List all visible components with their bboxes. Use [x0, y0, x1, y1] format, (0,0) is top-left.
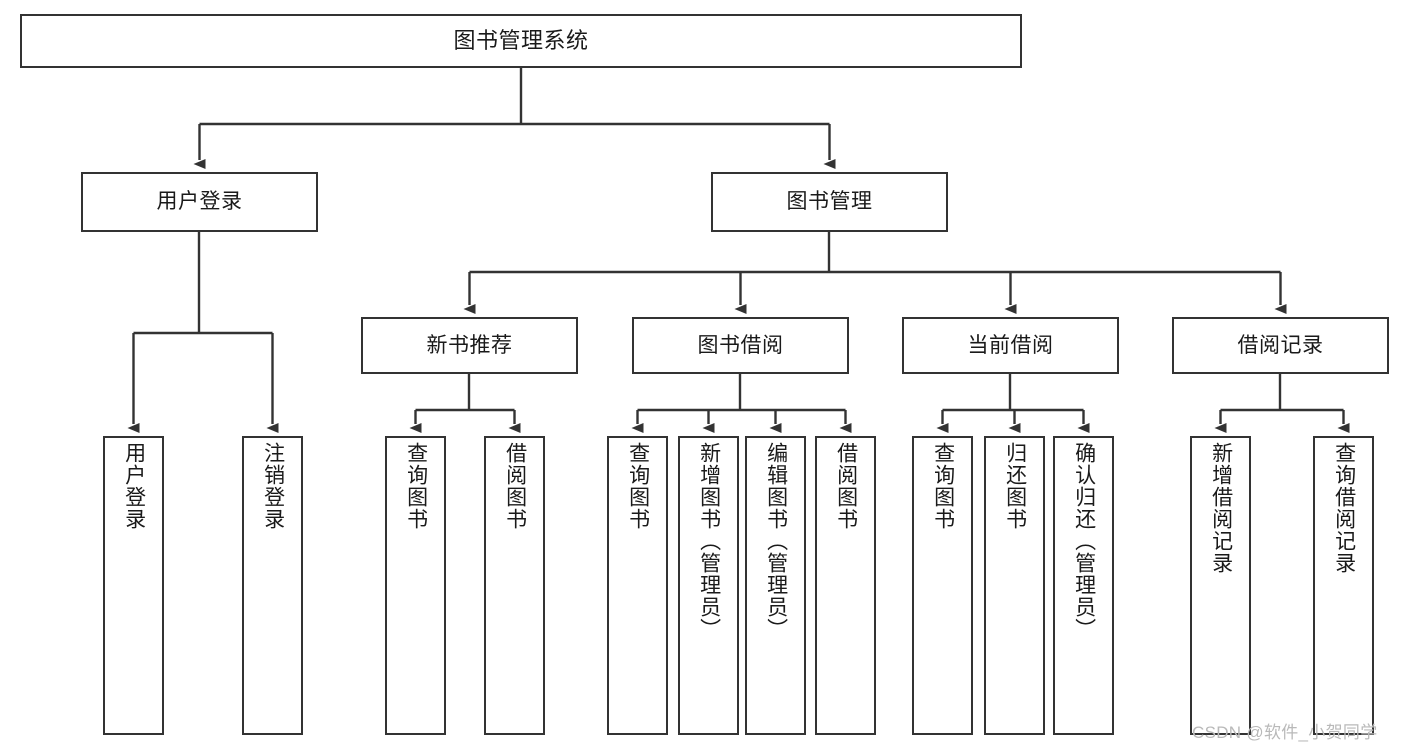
- node-leaf-confirm-return[interactable]: 确认归还（管理员）: [1053, 436, 1114, 735]
- node-root[interactable]: 图书管理系统: [20, 14, 1022, 68]
- node-leaf-query-book-current-label: 查询图书: [931, 442, 955, 530]
- node-book-manage-label: 图书管理: [786, 190, 873, 214]
- node-book-borrow[interactable]: 图书借阅: [632, 317, 849, 374]
- node-leaf-user-login-label: 用户登录: [122, 442, 146, 530]
- node-leaf-query-book-borrow-label: 查询图书: [626, 442, 650, 530]
- node-leaf-add-book-label: 新增图书（管理员）: [697, 442, 721, 640]
- node-user-login[interactable]: 用户登录: [81, 172, 318, 232]
- node-root-label: 图书管理系统: [453, 27, 589, 53]
- node-leaf-query-record[interactable]: 查询借阅记录: [1313, 436, 1374, 735]
- node-leaf-query-book-borrow[interactable]: 查询图书: [607, 436, 668, 735]
- node-leaf-borrow-book-rec[interactable]: 借阅图书: [484, 436, 545, 735]
- watermark: CSDN @软件_小贺同学: [1192, 723, 1378, 742]
- node-leaf-borrow-book-label: 借阅图书: [834, 442, 858, 530]
- node-leaf-query-record-label: 查询借阅记录: [1332, 442, 1356, 574]
- node-current-borrow[interactable]: 当前借阅: [902, 317, 1119, 374]
- node-leaf-query-book-rec-label: 查询图书: [404, 442, 428, 530]
- node-leaf-edit-book-label: 编辑图书（管理员）: [764, 442, 788, 640]
- node-current-borrow-label: 当前借阅: [967, 333, 1054, 357]
- node-leaf-query-book-rec[interactable]: 查询图书: [385, 436, 446, 735]
- node-leaf-query-book-current[interactable]: 查询图书: [912, 436, 973, 735]
- node-leaf-add-record-label: 新增借阅记录: [1209, 442, 1233, 574]
- node-user-login-label: 用户登录: [156, 190, 243, 214]
- node-leaf-user-logout[interactable]: 注销登录: [242, 436, 303, 735]
- node-leaf-user-login[interactable]: 用户登录: [103, 436, 164, 735]
- node-book-borrow-label: 图书借阅: [697, 333, 784, 357]
- node-leaf-borrow-book-rec-label: 借阅图书: [503, 442, 527, 530]
- node-borrow-record-label: 借阅记录: [1237, 333, 1324, 357]
- node-book-manage[interactable]: 图书管理: [711, 172, 948, 232]
- node-leaf-return-book[interactable]: 归还图书: [984, 436, 1045, 735]
- node-leaf-confirm-return-label: 确认归还（管理员）: [1072, 442, 1096, 640]
- node-leaf-edit-book[interactable]: 编辑图书（管理员）: [745, 436, 806, 735]
- node-leaf-return-book-label: 归还图书: [1003, 442, 1027, 530]
- node-leaf-borrow-book[interactable]: 借阅图书: [815, 436, 876, 735]
- node-leaf-user-logout-label: 注销登录: [261, 442, 285, 530]
- node-new-book-rec-label: 新书推荐: [426, 333, 513, 357]
- node-new-book-rec[interactable]: 新书推荐: [361, 317, 578, 374]
- node-leaf-add-record[interactable]: 新增借阅记录: [1190, 436, 1251, 735]
- node-leaf-add-book[interactable]: 新增图书（管理员）: [678, 436, 739, 735]
- node-borrow-record[interactable]: 借阅记录: [1172, 317, 1389, 374]
